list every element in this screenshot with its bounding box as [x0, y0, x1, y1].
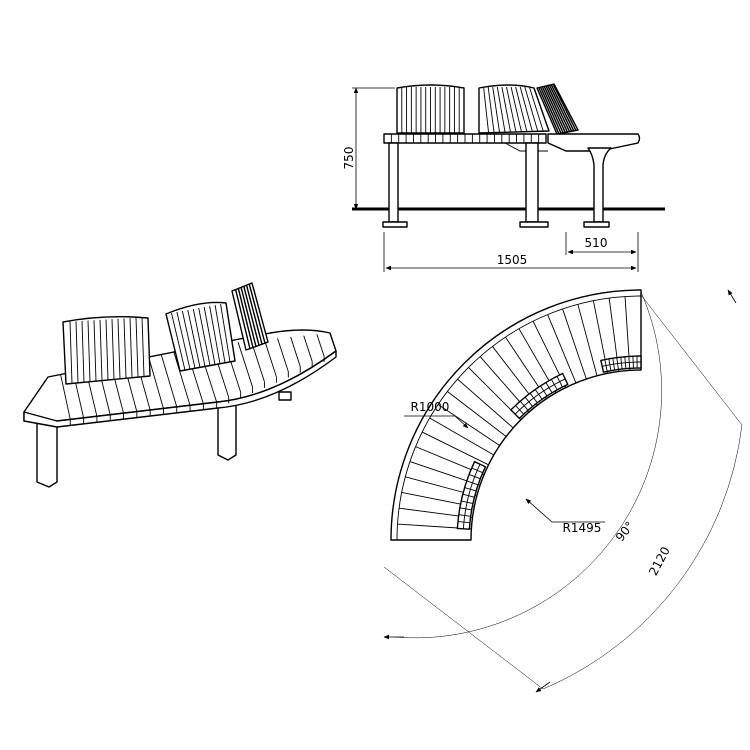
backrest-slat — [545, 85, 569, 133]
plan-seat-slat — [421, 431, 489, 466]
overall-length-label: 1505 — [497, 253, 528, 267]
backrest-slat — [93, 320, 97, 382]
plan-seat-slat — [429, 417, 495, 456]
leg-front-left — [36, 419, 58, 488]
elevation-view: 750 510 1505 — [342, 83, 665, 272]
backrest-slat — [81, 320, 85, 383]
backrest-slat — [105, 319, 109, 381]
backrest-slat — [69, 321, 73, 384]
backrest-left — [396, 84, 465, 134]
backrest-slat — [135, 317, 139, 378]
backrest-slat — [243, 285, 260, 347]
backrest-slat — [237, 288, 254, 349]
backrest-slat — [496, 86, 506, 133]
plan-backrest-rail — [602, 361, 642, 367]
backrest-slat — [240, 286, 257, 348]
perspective-view — [23, 282, 337, 488]
seat-depth-label: 510 — [585, 236, 608, 250]
angle-label: 90° — [613, 519, 637, 544]
backrest-slat — [541, 86, 564, 134]
backrest-slat — [220, 303, 231, 362]
backrest-middle — [478, 84, 550, 134]
backrest-slat — [171, 312, 186, 371]
backrest-slat — [192, 308, 206, 367]
backrest-slat — [75, 321, 79, 383]
plan-view: R1000 R1495 90° 2120 — [383, 289, 743, 693]
backrest-slat — [510, 86, 522, 133]
plan-seat-slat — [437, 404, 500, 446]
seat-slat — [173, 351, 191, 406]
backrest-slat — [245, 284, 263, 345]
backrest-slat — [487, 86, 495, 133]
seat-slat — [160, 353, 178, 407]
backrest-slat — [501, 86, 511, 133]
backrest-slat — [548, 84, 573, 133]
seat-slat — [60, 374, 71, 420]
outer-radius-dimension: R1495 — [525, 498, 605, 535]
backrest-slat — [214, 304, 226, 363]
backrest-slat — [117, 318, 121, 379]
seat-slat — [263, 339, 277, 377]
backrest-slat — [506, 86, 517, 133]
backrest-slat — [515, 86, 528, 133]
seat-depth-dimension: 510 — [565, 232, 639, 272]
leg-front-right — [217, 399, 237, 461]
plan-seat-slat — [457, 378, 514, 429]
backrest-slat — [99, 319, 103, 381]
inner-radius-label: R1000 — [411, 400, 450, 414]
backrest-slat — [209, 305, 221, 364]
plan-seat-slat — [547, 314, 577, 384]
backrest-slat — [176, 311, 191, 370]
plan-backrest-rail — [514, 378, 566, 415]
backrest-slat — [248, 283, 266, 344]
backrest-slat — [492, 86, 500, 133]
backrest-slat — [203, 306, 216, 365]
perspective-backrest-right — [231, 282, 269, 351]
seat-curved-end — [547, 133, 641, 152]
outer-radius-label: R1495 — [563, 521, 602, 535]
backrest-slat — [87, 320, 91, 382]
backrest-slat — [528, 86, 544, 133]
backrest-slat — [129, 318, 133, 378]
backrest-slat — [123, 318, 127, 379]
backrest-slat — [552, 83, 577, 132]
backrest-slat — [187, 309, 201, 368]
backrest-slat — [550, 84, 575, 132]
seat-slat — [303, 335, 313, 362]
backrest-slat — [538, 87, 560, 135]
seat-slat — [237, 342, 253, 388]
backrest-slat — [181, 310, 196, 369]
seat-slat — [148, 356, 164, 409]
plan-backrest — [456, 460, 487, 530]
overall-length-dimension: 1505 — [383, 232, 637, 272]
inner-radius-dimension: R1000 — [404, 400, 469, 429]
backrest-slat — [547, 85, 571, 133]
backrest-slat — [524, 86, 539, 133]
seat-slat — [290, 336, 301, 367]
backrest-slat — [483, 86, 489, 133]
backrest-slat — [519, 86, 533, 133]
backrest-slat — [540, 86, 562, 135]
height-dimension: 750 — [342, 87, 395, 210]
backrest-slat — [198, 307, 211, 366]
plan-backrest-rail — [462, 464, 481, 529]
plan-seat-slat — [577, 304, 598, 376]
backrest-slat — [111, 319, 115, 380]
seat-slat — [277, 338, 289, 372]
height-label: 750 — [342, 147, 356, 170]
backrest-right — [536, 83, 579, 135]
seat-slat — [316, 334, 325, 357]
plan-seat-slat — [447, 391, 507, 437]
backrest-slat — [235, 289, 251, 350]
plan-seat-slat — [562, 308, 587, 380]
backrest-slat — [543, 85, 567, 134]
legs-elevation — [382, 142, 612, 228]
perspective-backrest-left — [62, 315, 151, 385]
arc-length-label: 2120 — [646, 544, 673, 578]
backrest-slat — [141, 317, 145, 377]
perspective-backrest-middle — [165, 301, 236, 372]
